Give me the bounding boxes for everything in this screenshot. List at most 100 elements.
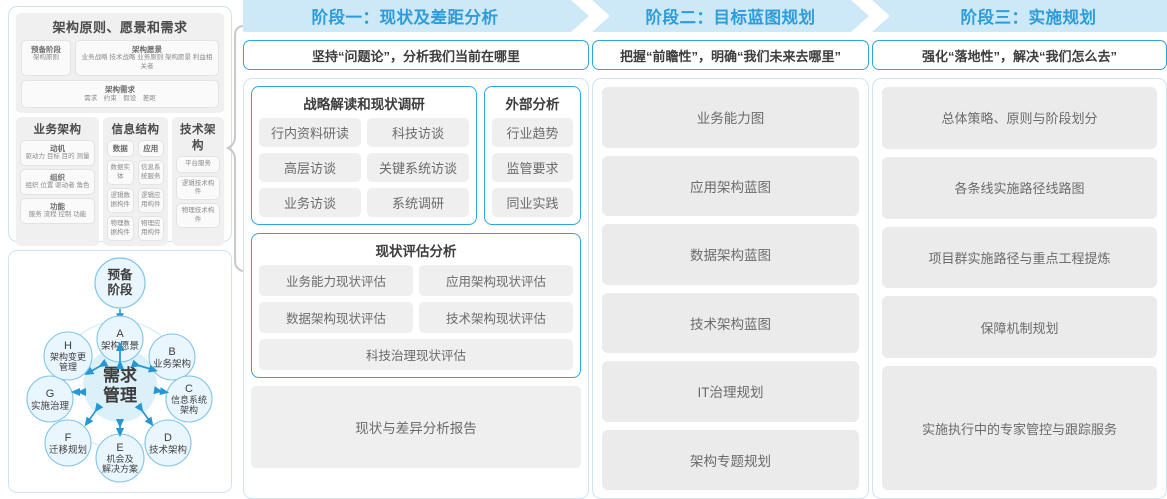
chip-business-interview[interactable]: 业务访谈 xyxy=(259,188,361,217)
chip-industry-trend[interactable]: 行业趋势 xyxy=(492,118,573,147)
business-motivation-body: 驱动力 目标 目的 测量 xyxy=(25,153,90,161)
preliminary-phase-box: 预备阶段 架构原则 xyxy=(21,40,71,77)
business-function-body: 服务 流程 控制 功能 xyxy=(28,211,87,219)
phase-1-column: 阶段一：现状及差距分析 坚持“问题论”，分析我们当前在哪里 战略解读和现状调研 … xyxy=(243,0,589,499)
phase-3-banner-label: 阶段三：实施规划 xyxy=(960,9,1097,27)
node-c-key: C xyxy=(185,383,193,395)
brace-connector-icon xyxy=(226,24,244,273)
chip-line-implementation-roadmap[interactable]: 各条线实施路径线路图 xyxy=(882,156,1157,219)
logical-application-component-box: 逻辑应用构件 xyxy=(137,188,164,214)
node-c xyxy=(165,375,213,423)
chip-business-capability-assessment[interactable]: 业务能力现状评估 xyxy=(259,265,413,296)
data-entity-box: 数据实体 xyxy=(107,160,134,186)
phase-1-body: 战略解读和现状调研 行内资料研读 科技访谈 高层访谈 关键系统访谈 业务访谈 系 xyxy=(243,78,589,499)
chip-architecture-topic-plan[interactable]: 架构专题规划 xyxy=(602,429,859,490)
platform-service-label: 平台服务 xyxy=(185,160,211,168)
phase-1-subtitle: 坚持“问题论”，分析我们当前在哪里 xyxy=(243,40,589,70)
architecture-principles-band: 架构原则、愿景和需求 预备阶段 架构原则 架构愿景 业务战略 技术战略 业务原则… xyxy=(16,13,224,114)
node-a-key: A xyxy=(116,328,124,340)
node-e-key: E xyxy=(116,442,123,454)
chip-overall-strategy-principles-phasing[interactable]: 总体策略、原则与阶段划分 xyxy=(882,87,1157,149)
adm-cycle-panel: 预备 阶段 需求 管理 A 架构愿景 B 业务架构 C 信息系统 xyxy=(8,250,232,493)
technology-architecture-column: 技术架构 平台服务 逻辑技术构件 物理技术构件 xyxy=(172,117,224,247)
node-g-key: G xyxy=(46,388,55,400)
business-function-head: 功能 xyxy=(50,201,65,211)
node-b xyxy=(148,333,196,381)
business-organization-box: 组织 组织 位置 驱动者 角色 xyxy=(20,168,95,195)
phase-3-banner[interactable]: 阶段三：实施规划 xyxy=(872,0,1167,32)
node-b-key: B xyxy=(168,346,175,358)
chip-technology-architecture-assessment[interactable]: 技术架构现状评估 xyxy=(419,302,573,333)
information-system-service-label: 信息系统服务 xyxy=(141,164,161,180)
external-analysis-title: 外部分析 xyxy=(505,97,560,112)
phase-3-column: 阶段三：实施规划 强化“落地性”，解决“我们怎么去” 总体策略、原则与阶段划分 … xyxy=(872,0,1167,499)
chip-assurance-mechanism-plan[interactable]: 保障机制规划 xyxy=(882,296,1157,359)
node-b-label: 业务架构 xyxy=(153,358,191,370)
chip-business-capability-map[interactable]: 业务能力图 xyxy=(602,87,859,148)
chip-regulatory-requirement[interactable]: 监管要求 xyxy=(492,153,573,182)
node-h-key: H xyxy=(64,340,72,352)
physical-application-component-label: 物理应用构件 xyxy=(141,220,161,236)
information-system-service-box: 信息系统服务 xyxy=(137,160,164,186)
chip-tech-interview[interactable]: 科技访谈 xyxy=(367,118,469,147)
node-f-label: 迁移规划 xyxy=(49,444,87,456)
chip-internal-document-study[interactable]: 行内资料研读 xyxy=(259,118,361,147)
node-f-key: F xyxy=(65,432,72,444)
logical-technology-component-box: 逻辑技术构件 xyxy=(176,175,220,201)
gap-analysis-report-chip[interactable]: 现状与差异分析报告 xyxy=(251,386,581,468)
preliminary-phase-body: 架构原则 xyxy=(33,54,59,62)
center-label-2: 管理 xyxy=(103,385,137,405)
business-architecture-title: 业务架构 xyxy=(33,124,82,137)
togaf-content-framework-panel: 架构原则、愿景和需求 预备阶段 架构原则 架构愿景 业务战略 技术战略 业务原则… xyxy=(8,6,232,296)
node-h-label-2: 管理 xyxy=(59,361,77,372)
physical-data-component-label: 物理数据构件 xyxy=(110,220,131,236)
data-subcolumn: 数据 数据实体 逻辑数据构件 物理数据构件 xyxy=(107,140,134,242)
node-c-label-1: 信息系统 xyxy=(171,394,207,405)
phase-1-banner-shape xyxy=(243,0,589,32)
chip-data-architecture-blueprint[interactable]: 数据架构蓝图 xyxy=(602,224,859,285)
node-g-label: 实施治理 xyxy=(31,400,70,412)
logical-data-component-label: 逻辑数据构件 xyxy=(110,192,131,208)
node-h-label-1: 架构变更 xyxy=(50,351,86,362)
application-head-box: 应用 xyxy=(137,140,164,158)
physical-data-component-box: 物理数据构件 xyxy=(107,216,134,242)
phase-1-banner[interactable]: 阶段一：现状及差距分析 xyxy=(243,0,589,32)
business-function-box: 功能 服务 流程 控制 功能 xyxy=(20,197,95,224)
chip-system-survey[interactable]: 系统调研 xyxy=(367,188,469,217)
adm-cycle-diagram: 预备 阶段 需求 管理 A 架构愿景 B 业务架构 C 信息系统 xyxy=(26,257,213,483)
phase-2-column: 阶段二：目标蓝图规划 把握“前瞻性”，明确“我们未来去哪里” 业务能力图 应用架… xyxy=(592,0,869,499)
chip-expert-control-and-tracking-service[interactable]: 实施执行中的专家管控与跟踪服务 xyxy=(882,366,1157,490)
data-head-box: 数据 xyxy=(107,140,134,158)
chip-executive-interview[interactable]: 高层访谈 xyxy=(259,153,361,182)
chip-technology-architecture-blueprint[interactable]: 技术架构蓝图 xyxy=(602,292,859,353)
chip-application-architecture-assessment[interactable]: 应用架构现状评估 xyxy=(419,265,573,296)
chip-data-architecture-assessment[interactable]: 数据架构现状评估 xyxy=(259,302,413,333)
strategy-survey-title: 战略解读和现状调研 xyxy=(303,97,425,112)
node-e-label-2: 解决方案 xyxy=(102,463,138,474)
chip-tech-governance-assessment[interactable]: 科技治理现状评估 xyxy=(259,339,573,370)
architecture-requirements-box: 架构需求 需求 约束 假设 差距 xyxy=(21,80,219,109)
node-d-label: 技术架构 xyxy=(149,444,187,456)
phase-3-body: 总体策略、原则与阶段划分 各条线实施路径线路图 项目群实施路径与重点工程提炼 保… xyxy=(872,78,1167,499)
application-subcolumn: 应用 信息系统服务 逻辑应用构件 物理应用构件 xyxy=(137,140,164,242)
business-architecture-column: 业务架构 动机 驱动力 目标 目的 测量 组织 组织 位置 驱动者 角色 功能 … xyxy=(16,117,99,247)
chip-key-system-interview[interactable]: 关键系统访谈 xyxy=(367,153,469,182)
node-preliminary-label-1: 预备 xyxy=(107,267,133,282)
architecture-domains-row: 业务架构 动机 驱动力 目标 目的 测量 组织 组织 位置 驱动者 角色 功能 … xyxy=(16,117,224,247)
chip-application-architecture-blueprint[interactable]: 应用架构蓝图 xyxy=(602,155,859,216)
phase-2-body: 业务能力图 应用架构蓝图 数据架构蓝图 技术架构蓝图 IT治理规划 架构专题规划 xyxy=(592,78,869,499)
chip-it-governance-plan[interactable]: IT治理规划 xyxy=(602,361,859,422)
logical-technology-component-label: 逻辑技术构件 xyxy=(181,179,215,195)
architecture-vision-box: 架构愿景 业务战略 技术战略 业务原则 架构愿景 利益相关者 xyxy=(75,40,219,77)
data-head-label: 数据 xyxy=(112,144,128,154)
phase-2-banner[interactable]: 阶段二：目标蓝图规划 xyxy=(592,0,869,32)
phase-3-banner-shape xyxy=(872,0,1167,32)
phase-3-subtitle: 强化“落地性”，解决“我们怎么去” xyxy=(872,40,1167,70)
chip-peer-practice[interactable]: 同业实践 xyxy=(492,188,573,217)
business-organization-head: 组织 xyxy=(50,172,65,182)
node-h xyxy=(43,331,93,381)
phase-2-banner-label: 阶段二：目标蓝图规划 xyxy=(645,9,816,27)
chip-program-path-and-key-projects[interactable]: 项目群实施路径与重点工程提炼 xyxy=(882,226,1157,289)
node-d-key: D xyxy=(164,432,172,444)
platform-service-box: 平台服务 xyxy=(176,156,220,173)
